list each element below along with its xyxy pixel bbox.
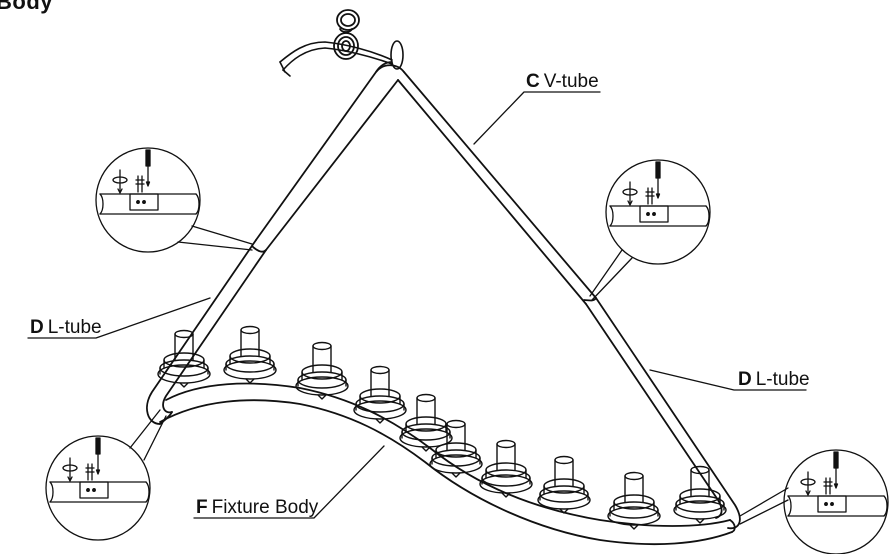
leader-lines (27, 91, 807, 519)
v-tube (255, 61, 597, 305)
detail-circle-upper-left (95, 147, 253, 253)
lamp-cup (223, 325, 277, 384)
lamp-cup (673, 465, 727, 524)
hanging-ring (390, 40, 404, 70)
detail-circle-upper-right (589, 159, 711, 301)
l-tube-left (146, 239, 267, 425)
detail-circle-lower-right (739, 449, 889, 554)
lamp-cup (295, 341, 349, 400)
lamp-cup (157, 329, 211, 388)
hanging-cable (279, 9, 404, 77)
page-title: Body (0, 0, 53, 14)
lamp-cup (399, 393, 453, 452)
fixture-body (159, 382, 736, 546)
lamp-cup (537, 455, 591, 514)
l-tube-right (583, 297, 741, 530)
lamp-cup (353, 365, 407, 424)
detail-circle-lower-left (45, 409, 167, 541)
lamp-cup (607, 471, 661, 530)
cable-coil (333, 9, 360, 60)
lamp-cup (479, 439, 533, 498)
